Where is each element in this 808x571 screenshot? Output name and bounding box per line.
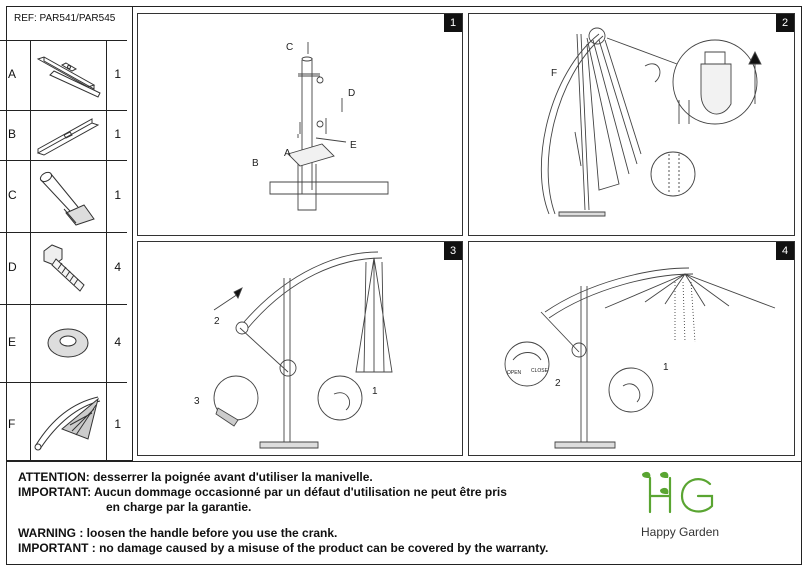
label-open: OPEN	[507, 370, 522, 376]
base-assembly-illustration: C D E A B	[252, 42, 389, 211]
part-row-d: D 4	[0, 232, 127, 304]
step-number: 3	[444, 242, 462, 260]
step-panel-2: 2 F	[468, 13, 795, 236]
bolt-icon	[43, 244, 85, 292]
washer-icon	[47, 328, 89, 358]
crank-open-illustration: 2 3 1	[194, 251, 393, 449]
happy-garden-logo	[642, 471, 714, 514]
label-b: B	[252, 158, 259, 169]
note-important-fr: IMPORTANT: Aucun dommage occasionné par …	[18, 485, 507, 499]
part-letter: D	[8, 260, 17, 274]
step-number: 1	[444, 14, 462, 32]
note-attention-fr: ATTENTION: desserrer la poignée avant d'…	[18, 470, 373, 484]
part-letter: E	[8, 335, 17, 349]
parts-column-divider-qty	[106, 40, 107, 460]
part-quantity: 1	[114, 67, 121, 81]
folded-umbrella-icon	[34, 396, 101, 451]
part-quantity: 1	[114, 127, 121, 141]
reference-code: REF: PAR541/PAR545	[14, 13, 116, 24]
step-number: 2	[776, 14, 794, 32]
note-important-en: IMPORTANT : no damage caused by a misuse…	[18, 541, 549, 555]
step-number: 4	[776, 242, 794, 260]
note-warning-en: WARNING : loosen the handle before you u…	[18, 526, 338, 540]
umbrella-attach-illustration: F	[540, 27, 762, 217]
label-close: CLOSE	[531, 368, 549, 374]
label-3: 3	[194, 396, 200, 407]
part-letter: C	[8, 188, 17, 202]
step-panel-1: 1 C D E A B	[137, 13, 463, 236]
label-1: 1	[663, 362, 669, 373]
label-f: F	[551, 68, 557, 79]
parts-bottom-border	[6, 460, 133, 461]
part-row-e: E 4	[0, 304, 127, 382]
part-row-f: F 1	[0, 382, 127, 460]
label-a: A	[284, 148, 291, 159]
parts-right-border	[132, 6, 133, 460]
part-row-b: B 1	[0, 110, 127, 160]
part-quantity: 4	[114, 260, 121, 274]
cross-base-bar-icon	[36, 118, 100, 156]
part-row-c: C 1	[0, 160, 127, 232]
label-2: 2	[555, 378, 561, 389]
note-important-fr-cont: en charge par la garantie.	[106, 500, 252, 514]
label-e: E	[350, 140, 357, 151]
brand-name: Happy Garden	[641, 525, 720, 539]
part-letter: A	[8, 67, 17, 81]
part-quantity: 1	[114, 417, 121, 431]
part-row-a: A 1	[0, 40, 127, 110]
base-bracket-icon	[36, 56, 101, 98]
part-letter: F	[8, 417, 16, 431]
tilt-adjust-illustration: OPEN CLOSE 2 1	[504, 267, 776, 449]
label-2: 2	[214, 316, 220, 327]
label-1: 1	[372, 386, 378, 397]
notes-top-border	[6, 461, 802, 462]
label-d: D	[348, 88, 355, 99]
pole-socket-icon	[39, 171, 95, 226]
part-quantity: 4	[114, 335, 121, 349]
parts-column-divider	[30, 40, 31, 460]
label-c: C	[286, 42, 293, 53]
part-letter: B	[8, 127, 17, 141]
instruction-sheet-frame	[6, 6, 802, 565]
part-quantity: 1	[114, 188, 121, 202]
step-panel-4: 4 OPEN CLOSE 2 1	[468, 241, 795, 456]
step-panel-3: 3 2 3 1	[137, 241, 463, 456]
